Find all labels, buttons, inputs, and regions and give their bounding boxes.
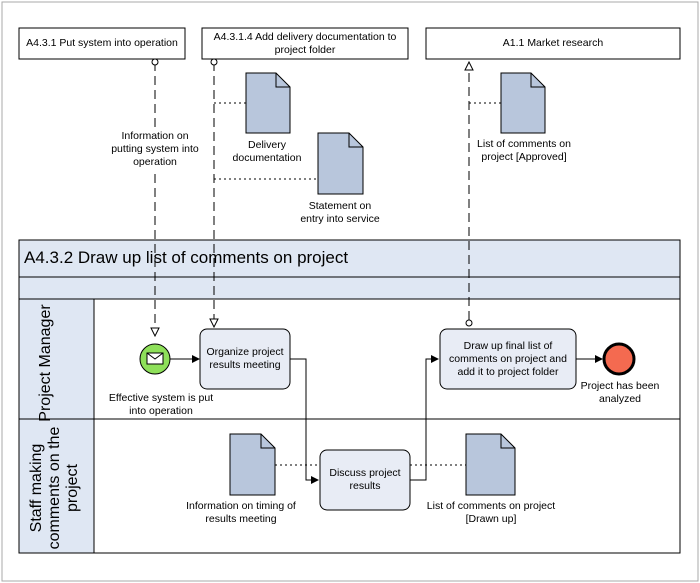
external-process-box-2[interactable] — [201, 27, 409, 60]
document-comments-approved-label: List of comments on project [Approved] — [477, 138, 571, 163]
document-timing-fold — [260, 434, 275, 449]
task-final-list-box[interactable] — [439, 328, 577, 390]
pool-title: A4.3.2 Draw up list of comments on proje… — [24, 248, 349, 267]
document-delivery-label: Delivery documentation — [232, 139, 302, 164]
flow-label-info-putting: Information on putting system into opera… — [108, 130, 202, 169]
lane-label-staff: Staff making comments on the project — [28, 426, 81, 550]
document-statement-label: Statement on entry into service — [300, 200, 380, 225]
lane-header-column — [18, 298, 95, 554]
external-process-2-label: A4.3.1.4 Add delivery documentation to p… — [213, 30, 397, 56]
message-flow-origin-1 — [151, 58, 159, 66]
document-comments-drawn-icon[interactable] — [465, 433, 516, 496]
pool-subheader — [18, 276, 681, 300]
end-event[interactable] — [602, 342, 636, 376]
envelope-flap — [146, 352, 164, 360]
task-final-list-label: Draw up final list of comments on projec… — [449, 339, 567, 378]
message-flow-origin-3 — [465, 319, 473, 327]
task-discuss-box[interactable] — [319, 449, 411, 511]
document-comments-approved-icon[interactable] — [500, 72, 546, 134]
document-comments-approved-fold — [530, 73, 545, 88]
document-comments-drawn-fold — [500, 434, 515, 449]
document-comments-drawn-label: List of comments on project [Drawn up] — [426, 500, 556, 525]
document-timing-icon[interactable] — [229, 433, 276, 496]
external-process-box-3[interactable] — [425, 27, 681, 60]
sequence-flow-organize-discuss — [290, 358, 319, 484]
start-event-label: Effective system is put into operation — [108, 392, 214, 417]
task-organize-box[interactable] — [199, 328, 291, 390]
end-event-label: Project has been analyzed — [580, 380, 660, 405]
document-statement-icon[interactable] — [317, 132, 364, 195]
task-discuss-label: Discuss project results — [329, 467, 401, 492]
task-organize-label: Organize project results meeting — [206, 346, 284, 371]
external-process-3-label: A1.1 Market research — [502, 37, 604, 49]
external-process-1-label: A4.3.1 Put system into operation — [26, 37, 178, 49]
document-timing-label: Information on timing of results meeting — [186, 500, 296, 525]
message-flow-origin-2 — [210, 58, 218, 66]
document-delivery-icon[interactable] — [245, 72, 291, 134]
sequence-flow-discuss-final — [410, 355, 439, 481]
lane-label-manager: Project Manager — [37, 304, 54, 422]
external-process-box-1[interactable] — [18, 27, 186, 60]
document-delivery-fold — [275, 73, 290, 88]
document-statement-fold — [348, 133, 363, 148]
